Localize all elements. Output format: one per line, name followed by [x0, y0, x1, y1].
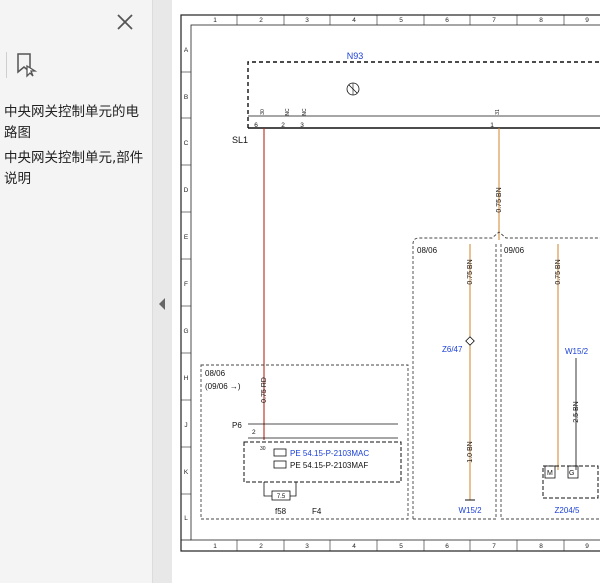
- wire-label-bn: 0.75 BN: [555, 259, 562, 284]
- row-letter: L: [184, 515, 188, 522]
- wire-label-bn: 1.0 BN: [467, 441, 474, 462]
- n93-module: N93: [247, 51, 600, 129]
- pin-number: 2: [252, 429, 256, 436]
- reference-icon: [273, 448, 287, 469]
- row-letter: A: [184, 47, 189, 54]
- row-letter: C: [184, 140, 189, 147]
- variant-paren-label: (09/06 →): [205, 382, 241, 391]
- col-number: 4: [352, 543, 356, 550]
- col-number: 2: [259, 17, 263, 24]
- variant-arrow-label: 08/06: [205, 369, 226, 378]
- pin-tag: NC: [302, 108, 308, 116]
- f4-label: F4: [312, 507, 322, 516]
- fuse-wire: [263, 482, 272, 497]
- bookmark-item-component-description[interactable]: 中央网关控制单元,部件说明: [4, 150, 144, 187]
- chevron-left-icon: [159, 298, 165, 310]
- pin-tag: NC: [285, 108, 291, 116]
- wiring-diagram: 1 2 3 4 5 6 7 8 9 1 2 3 4 5 6 7 8 9 A B …: [180, 14, 600, 552]
- row-letter: G: [183, 328, 188, 335]
- close-icon: [117, 14, 133, 30]
- col-number: 6: [445, 17, 449, 24]
- ground-symbol-icon: [346, 82, 360, 96]
- col-number: 1: [213, 543, 217, 550]
- sl1-label: SL1: [232, 135, 248, 145]
- col-number: 9: [585, 17, 589, 24]
- col-number: 6: [445, 543, 449, 550]
- close-sidebar-button[interactable]: [112, 10, 138, 36]
- row-letter: J: [184, 422, 187, 429]
- wire-label-bn: 0.75 BN: [467, 259, 474, 284]
- wire-label-bn-top: 0.75 BN: [496, 187, 503, 212]
- p6-label: P6: [232, 421, 242, 430]
- fuse-wire: [290, 482, 297, 497]
- col-number: 9: [585, 543, 589, 550]
- pin-tag: 31: [495, 109, 501, 115]
- toolbar-separator: [6, 52, 7, 78]
- variant-box-middle: [412, 231, 600, 519]
- col-number: 7: [492, 17, 496, 24]
- col-number: 3: [305, 543, 309, 550]
- bookmark-add-icon: [17, 53, 38, 78]
- variant-box-left: [200, 364, 409, 520]
- bookmark-item-circuit-diagram[interactable]: 中央网关控制单元的电路图: [4, 104, 139, 141]
- row-letter: B: [184, 94, 188, 101]
- z204-5-link[interactable]: Z204/5: [555, 506, 580, 515]
- f58-label: f58: [275, 507, 287, 516]
- document-page: 1 2 3 4 5 6 7 8 9 1 2 3 4 5 6 7 8 9 A B …: [172, 0, 600, 583]
- row-letter: K: [184, 469, 189, 476]
- w15-2-link[interactable]: W15/2: [458, 506, 482, 515]
- row-letter: E: [184, 234, 189, 241]
- variant-arrow-label: 08/06: [417, 246, 438, 255]
- col-number: 8: [539, 543, 543, 550]
- pin-number: 1: [490, 122, 494, 129]
- diagram-frame: [180, 14, 600, 552]
- row-letter: F: [184, 281, 188, 288]
- col-number: 4: [352, 17, 356, 24]
- bookmark-sidebar: 中央网关控制单元的电路图 中央网关控制单元,部件说明: [0, 0, 153, 583]
- w15-2-link[interactable]: W15/2: [565, 347, 589, 356]
- reference-link-mac[interactable]: PE 54.15-P-2103MAC: [290, 449, 369, 458]
- col-number: 5: [399, 17, 403, 24]
- n93-label: N93: [347, 51, 364, 61]
- g-label: G: [569, 470, 574, 477]
- col-number: 2: [259, 543, 263, 550]
- fuse-f58: [271, 490, 291, 501]
- z6-47-link[interactable]: Z6/47: [442, 345, 463, 354]
- col-number: 1: [213, 17, 217, 24]
- pin-number: 2: [281, 122, 285, 129]
- m-label: M: [547, 470, 553, 477]
- pin-tag: 30: [260, 446, 266, 452]
- splice-diamond: [465, 336, 475, 346]
- variant-arrow-label: 09/06: [504, 246, 525, 255]
- wire-label-rd: 0.75 RD: [261, 377, 268, 403]
- pin-number: 3: [300, 122, 304, 129]
- fuse-value: 7.5: [277, 494, 286, 500]
- pin-tag: 30: [260, 109, 266, 115]
- pin-number: 6: [254, 122, 258, 129]
- fuse-block: [243, 441, 402, 483]
- col-number: 3: [305, 17, 309, 24]
- grid-rows: [181, 71, 191, 495]
- reference-link-maf[interactable]: PE 54.15-P-2103MAF: [290, 461, 368, 470]
- wire-label-bn-25: 2.5 BN: [573, 401, 580, 422]
- row-letter: D: [184, 187, 189, 194]
- row-letter: H: [184, 375, 189, 382]
- col-number: 7: [492, 543, 496, 550]
- col-number: 8: [539, 17, 543, 24]
- collapse-sidebar-button[interactable]: [157, 296, 167, 310]
- col-number: 5: [399, 543, 403, 550]
- add-bookmark-button[interactable]: [14, 52, 40, 78]
- grid-columns: [236, 15, 565, 551]
